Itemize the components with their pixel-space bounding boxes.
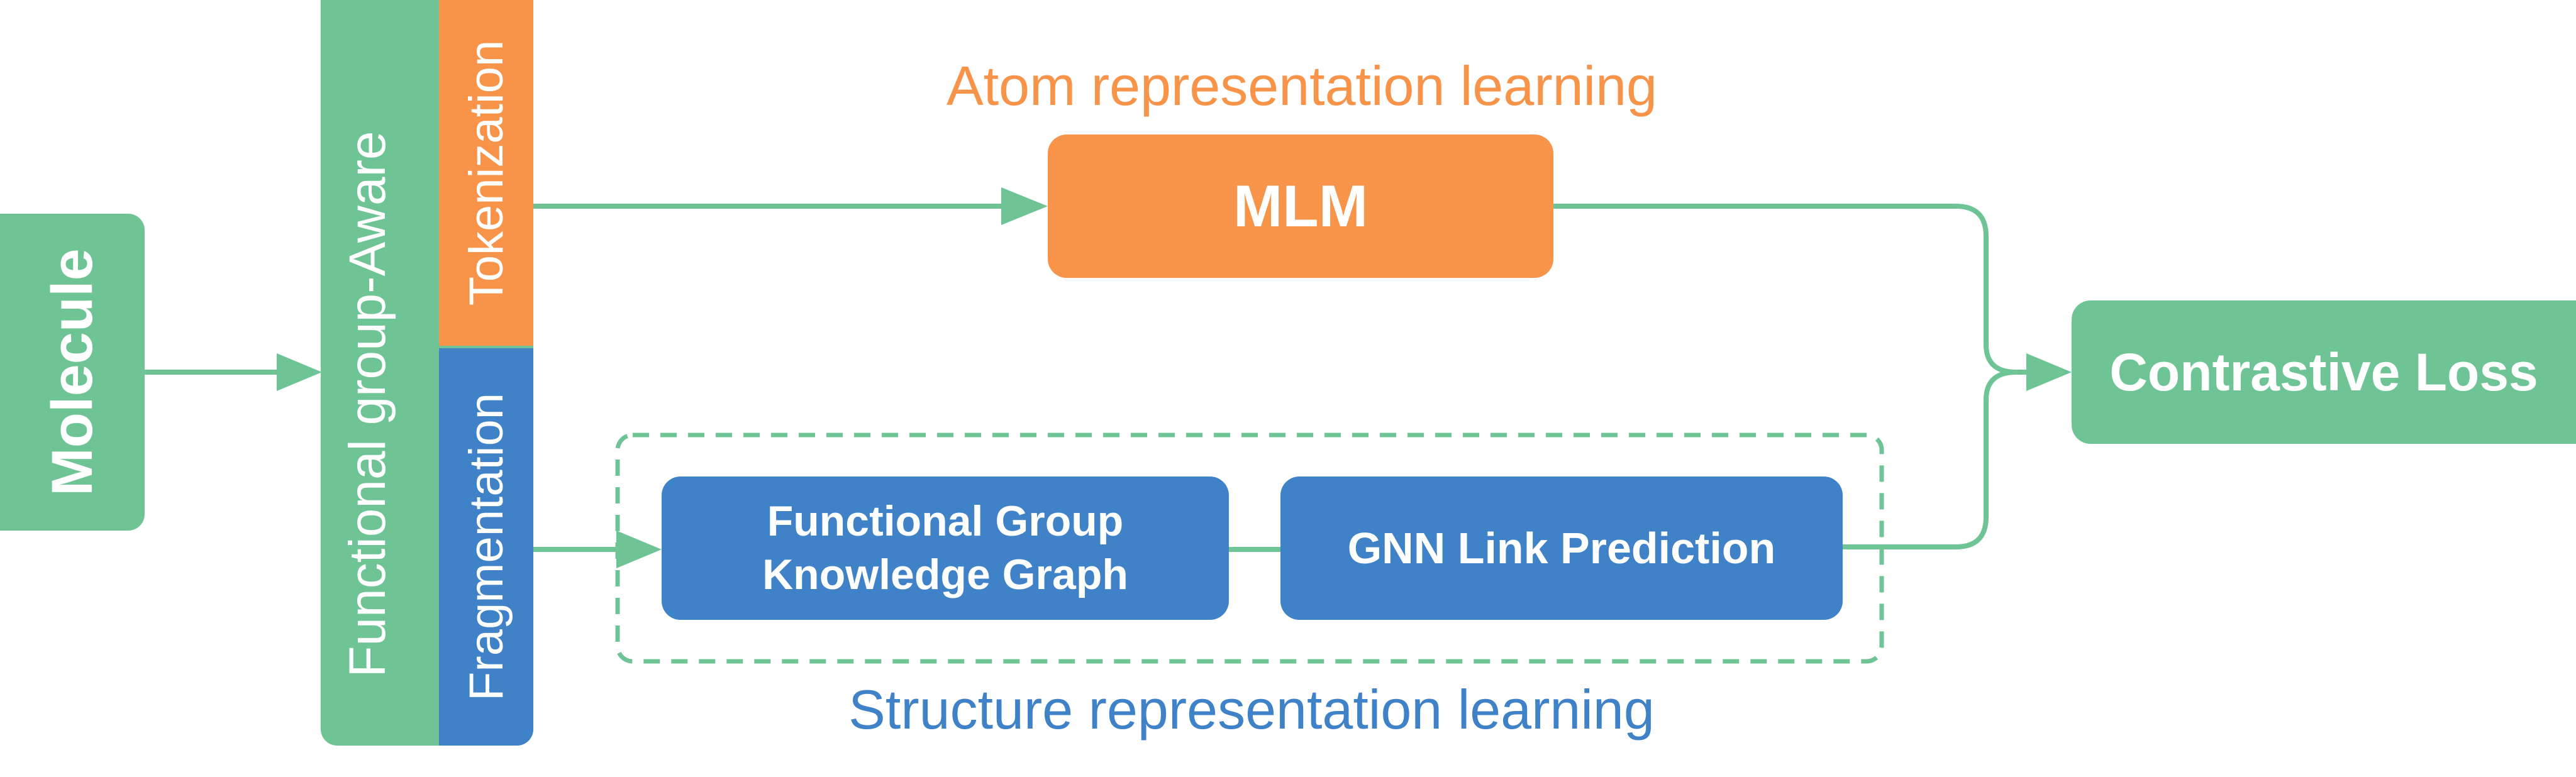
fg-kg-line1: Functional Group [767,497,1124,545]
tokenization-strip [439,0,533,346]
fragmentation-label: Fragmentation [459,392,513,702]
mlm-box: MLM [1048,135,1553,278]
contrastive-label: Contrastive Loss [2109,342,2538,402]
contrastive-box: Contrastive Loss [2072,300,2576,444]
arrowhead-kg [616,531,662,568]
gnn-label: GNN Link Prediction [1347,524,1776,573]
path-mlm-to-contrastive [1553,204,2031,375]
molecule-label: Molecule [40,248,104,496]
connectors [145,187,2072,664]
fg-kg-box: Functional Group Knowledge Graph [662,477,1229,620]
arrowhead-contrastive [2026,353,2072,391]
molecule-box: Molecule [0,214,145,531]
arrowhead-mlm [1001,187,1048,225]
gnn-box: GNN Link Prediction [1280,477,1843,620]
fragmentation-strip [439,348,533,746]
arrowhead-molecule [277,353,322,391]
fg-kg-line2: Knowledge Graph [762,551,1128,598]
tokenizer-label: Functional group-Aware [339,131,396,678]
structure-caption: Structure representation learning [848,678,1655,741]
atom-caption: Atom representation learning [947,55,1657,117]
path-gnn-to-contrastive [1843,370,2031,549]
diagram: Molecule Functional group-Aware Tokeniza… [0,0,2576,746]
tokenization-label: Tokenization [459,40,513,306]
mlm-label: MLM [1233,173,1368,239]
structure-group-border [615,433,1884,664]
